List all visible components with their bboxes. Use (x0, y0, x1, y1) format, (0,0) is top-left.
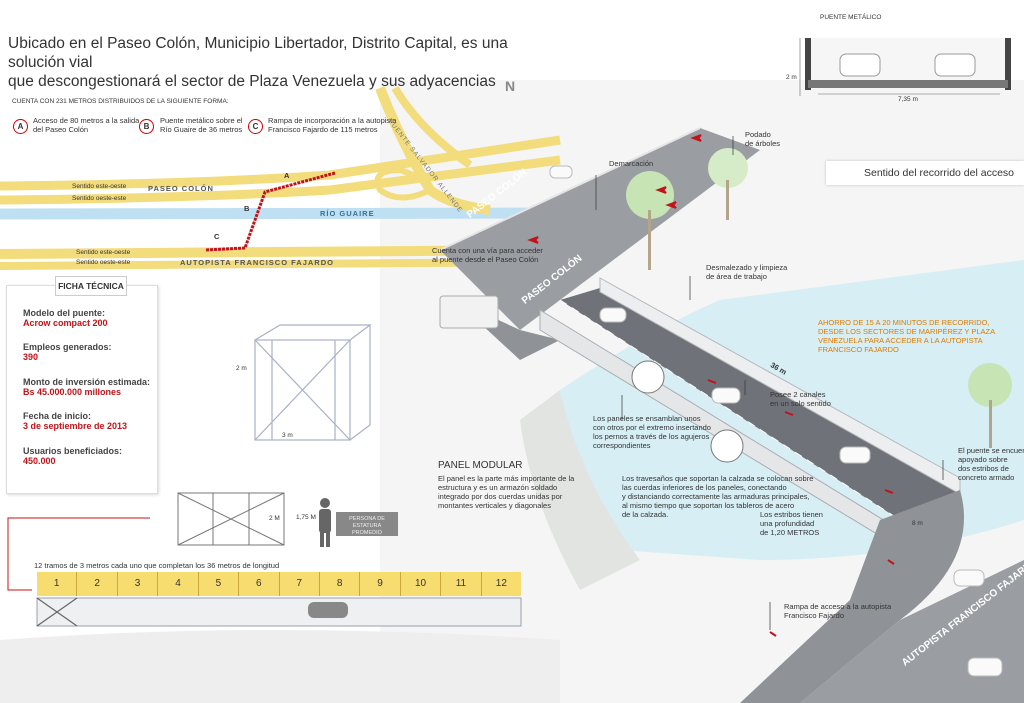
tramo-7: 7 (279, 572, 320, 596)
tramo-12: 12 (481, 572, 522, 596)
map-dir-2: Sentido oeste-este (72, 195, 127, 202)
tramo-1: 1 (37, 572, 78, 596)
ficha-tecnica-title: FICHA TÉCNICA (55, 276, 127, 296)
map-dir-4: Sentido oeste-este (76, 259, 131, 266)
ficha-tecnica-card: FICHA TÉCNICA Modelo del puente: Acrow c… (6, 276, 158, 494)
tramos-caption: 12 tramos de 3 metros cada uno que compl… (34, 561, 280, 570)
tramos-ruler: 1 2 3 4 5 6 7 8 9 10 11 12 (37, 572, 522, 596)
panel-dim-width: 3 m (282, 432, 293, 439)
north-icon: N (505, 78, 516, 94)
estribos-note: Los estribos tienen una profundidad de 1… (760, 510, 823, 537)
map-paseo-colon-label: PASEO COLÓN (148, 184, 214, 193)
intro-text: CUENTA CON 231 METROS DISTRIBUIDOS DE LA… (12, 98, 229, 105)
tramo-2: 2 (77, 572, 118, 596)
tramo-6: 6 (239, 572, 280, 596)
legend: Sentido del recorrido del acceso (826, 161, 1024, 185)
demarcacion-note: Demarcación (609, 159, 654, 168)
puente-metalico-height: 2 m (786, 74, 797, 81)
ficha-item-fecha: Fecha de inicio: 3 de septiembre de 2013 (23, 411, 128, 431)
map-label-a: A (284, 171, 290, 180)
puente-metalico-width: 7,35 m (898, 96, 918, 103)
bridge-width: 8 m (912, 520, 923, 527)
panel-dim-2m: 2 M (269, 515, 280, 522)
map-label-c: C (214, 232, 220, 241)
panel-heading: PANEL MODULAR (438, 460, 523, 471)
map-label-b: B (244, 204, 250, 213)
person-label: PERSONA DE ESTATURA PROMEDIO (336, 512, 398, 536)
ficha-item-monto: Monto de inversión estimada: Bs 45.000.0… (23, 377, 151, 397)
panel-description: El panel es la parte más importante de l… (438, 474, 575, 510)
apoyado-note: El puente se encuentra apoyado sobre dos… (958, 446, 1024, 482)
ficha-item-modelo: Modelo del puente: Acrow compact 200 (23, 308, 108, 328)
segment-c-badge: C (248, 119, 263, 134)
legend-text: Sentido del recorrido del acceso (864, 167, 1015, 179)
puente-metalico-title: PUENTE METÁLICO (820, 14, 882, 21)
segment-a-badge: A (13, 119, 28, 134)
travesanos-note: Los travesaños que soportan la calzada s… (622, 474, 814, 519)
tramo-8: 8 (319, 572, 361, 596)
ficha-item-empleos: Empleos generados: 390 (23, 342, 112, 362)
paneles-note: Los paneles se ensamblan unos con otros … (593, 414, 711, 450)
tramo-3: 3 (117, 572, 159, 596)
segment-b-badge: B (139, 119, 154, 134)
map-rio-guaire-label: RÍO GUAIRE (320, 209, 375, 218)
ficha-item-usuarios: Usuarios beneficiados: 450.000 (23, 446, 123, 466)
ahorro-note: AHORRO DE 15 A 20 MINUTOS DE RECORRIDO, … (818, 318, 996, 354)
map-dir-3: Sentido este-oeste (76, 249, 131, 256)
map-dir-1: Sentido este-oeste (72, 183, 127, 190)
person-height: 1,75 M (296, 514, 316, 521)
panel-dim-height: 2 m (236, 365, 247, 372)
map-autopista-label: AUTOPISTA FRANCISCO FAJARDO (180, 258, 334, 267)
tramo-9: 9 (360, 572, 401, 596)
page-title: Ubicado en el Paseo Colón, Municipio Lib… (8, 35, 508, 90)
tramo-5: 5 (198, 572, 240, 596)
tramo-4: 4 (158, 572, 199, 596)
tramo-10: 10 (400, 572, 442, 596)
tramo-11: 11 (441, 572, 482, 596)
